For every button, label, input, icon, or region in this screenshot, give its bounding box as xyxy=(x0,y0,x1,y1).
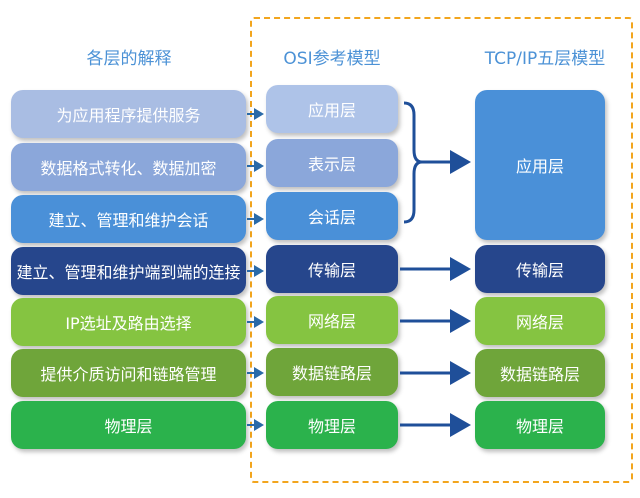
tcpip-network: 网络层 xyxy=(475,297,605,345)
explanation-heading: 各层的解释 xyxy=(86,49,172,69)
osi-heading: OSI参考模型 xyxy=(283,49,381,69)
explanation-physical: 物理层 xyxy=(11,401,246,449)
tcpip-heading: TCP/IP五层模型 xyxy=(484,49,606,69)
model-frame xyxy=(250,17,633,483)
tcpip-datalink: 数据链路层 xyxy=(475,349,605,397)
explanation-network: IP选址及路由选择 xyxy=(11,298,246,346)
osi-application: 应用层 xyxy=(266,85,398,133)
osi-transport: 传输层 xyxy=(266,245,398,293)
explanation-application: 为应用程序提供服务 xyxy=(11,90,246,138)
osi-network: 网络层 xyxy=(266,296,398,344)
tcpip-physical: 物理层 xyxy=(475,401,605,449)
osi-session: 会话层 xyxy=(266,192,398,240)
tcpip-application: 应用层 xyxy=(475,90,605,240)
osi-physical: 物理层 xyxy=(266,401,398,449)
left-to-osi-arrows xyxy=(247,108,264,431)
explanation-datalink: 提供介质访问和链路管理 xyxy=(11,349,246,397)
explanation-session: 建立、管理和维护会话 xyxy=(11,195,246,243)
tcpip-transport: 传输层 xyxy=(475,245,605,293)
osi-presentation: 表示层 xyxy=(266,139,398,187)
osi-datalink: 数据链路层 xyxy=(266,348,398,396)
explanation-transport: 建立、管理和维护端到端的连接 xyxy=(11,247,246,295)
brace xyxy=(403,101,423,224)
explanation-presentation: 数据格式转化、数据加密 xyxy=(11,143,246,191)
